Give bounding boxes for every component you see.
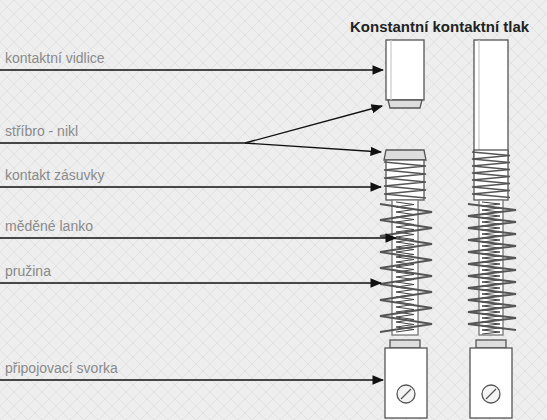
- part-label: pružina: [5, 263, 51, 280]
- part-label: kontaktní vidlice: [5, 50, 105, 67]
- leader-line: [0, 106, 382, 143]
- terminal-right: [470, 340, 512, 418]
- part-label: připojovací svorka: [5, 360, 118, 377]
- leader-line: [0, 379, 383, 380]
- contact-fork-left: [386, 40, 424, 108]
- leader-line: [0, 237, 396, 238]
- coil-stroke: [468, 204, 516, 330]
- leader-line: [0, 69, 383, 70]
- part-label: měděné lanko: [5, 218, 93, 235]
- title: Konstantní kontaktní tlak: [350, 18, 529, 36]
- spring-left: [380, 162, 432, 332]
- coil-stroke: [384, 162, 426, 198]
- part-label: stříbro - nikl: [5, 123, 78, 140]
- part-label: kontakt zásuvky: [5, 167, 105, 184]
- leader-line: [245, 143, 381, 152]
- terminal-left: [385, 340, 427, 418]
- coil-stroke: [472, 152, 510, 198]
- leader-line: [0, 282, 381, 283]
- leader-lines: [0, 70, 396, 380]
- leader-line: [0, 186, 381, 187]
- coil-stroke: [380, 204, 432, 332]
- spring-right: [468, 152, 516, 334]
